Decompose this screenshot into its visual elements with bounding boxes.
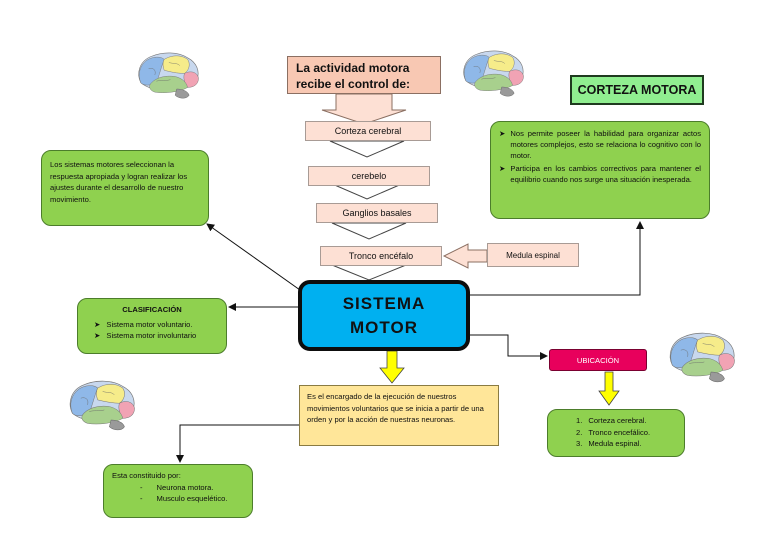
header-box: La actividad motora recibe el control de…: [287, 56, 441, 94]
clasificacion-item-text: Sistema motor involuntario: [106, 331, 197, 340]
brain-icon: [463, 50, 524, 97]
constituido-item: - Musculo esquelético.: [112, 493, 244, 505]
chain-step-ganglios-basales: Ganglios basales: [316, 203, 438, 223]
chain-arrow: [329, 140, 405, 158]
chain-step-label: Ganglios basales: [342, 208, 412, 218]
ubicacion-item-number: 3.: [576, 439, 583, 448]
sistema-motor-node: SISTEMA MOTOR: [298, 280, 470, 351]
ubicacion-item-text: Tronco encefálico.: [588, 427, 651, 437]
connector-ubicacion: [470, 334, 548, 360]
ubicacion-box: 1. Corteza cerebral. 2. Tronco encefálic…: [547, 409, 685, 457]
corteza-item-text: Participa en los cambios correctivos par…: [510, 164, 701, 184]
corteza-item: ➤ Participa en los cambios correctivos p…: [499, 163, 701, 185]
constituido-bullet: -: [140, 494, 143, 503]
clasificacion-item-text: Sistema motor voluntario.: [106, 320, 193, 329]
chain-step-corteza-cerebral: Corteza cerebral: [305, 121, 431, 141]
medula-arrow: [442, 243, 488, 269]
ubicacion-item-number: 1.: [576, 416, 583, 425]
corteza-motora-box: ➤ Nos permite poseer la habilidad para o…: [490, 121, 710, 219]
chain-step-cerebelo: cerebelo: [308, 166, 430, 186]
chain-step-label: cerebelo: [351, 171, 387, 181]
brain-icon: [69, 380, 135, 431]
chain-arrow: [331, 222, 407, 240]
ubicacion-item-number: 2.: [576, 427, 583, 437]
constituido-item-text: Musculo esquelético.: [156, 494, 228, 503]
chain-arrow: [331, 264, 407, 281]
chain-step-label: Corteza cerebral: [334, 126, 402, 136]
arrowhead-bullet-icon: ➤: [499, 164, 506, 173]
connector-seleccion: [206, 223, 301, 291]
connector-corteza: [470, 221, 644, 296]
ubicacion-item-text: Corteza cerebral.: [588, 416, 647, 425]
corteza-item: ➤ Nos permite poseer la habilidad para o…: [499, 128, 701, 161]
constituido-bullet: -: [140, 482, 143, 492]
medula-label: Medula espinal: [506, 250, 560, 260]
yellow-down-arrow: [598, 371, 620, 406]
ubicacion-label-text: UBICACIÓN: [576, 355, 620, 365]
ubicacion-item: 2. Tronco encefálico.: [556, 427, 676, 439]
yellow-down-arrow: [379, 350, 405, 384]
brain-icon: [669, 332, 735, 383]
seleccion-box: Los sistemas motores seleccionan la resp…: [41, 150, 209, 226]
center-line-1: SISTEMA: [342, 293, 426, 313]
medula-espinal-box: Medula espinal: [487, 243, 579, 267]
arrowhead-bullet-icon: ➤: [94, 331, 101, 340]
clasificacion-title: CLASIFICACIÓN: [122, 305, 182, 314]
seleccion-text: Los sistemas motores seleccionan la resp…: [50, 160, 188, 204]
chain-step-label: Tronco encéfalo: [348, 251, 414, 261]
header-title: La actividad motora recibe el control de…: [296, 61, 411, 91]
brain-icon: [138, 52, 199, 99]
descripcion-text: Es el encargado de la ejecución de nuest…: [307, 392, 484, 424]
clasificacion-item: ➤ Sistema motor voluntario.: [86, 319, 218, 330]
ubicacion-item: 3. Medula espinal.: [556, 438, 676, 450]
chain-step-tronco-encefalo: Tronco encéfalo: [320, 246, 442, 266]
corteza-item-text: Nos permite poseer la habilidad para org…: [510, 129, 701, 160]
ubicacion-label: UBICACIÓN: [549, 349, 647, 371]
constituido-title: Esta constituido por:: [112, 471, 181, 480]
center-line-2: MOTOR: [350, 317, 418, 337]
constituido-item-text: Neurona motora.: [156, 482, 214, 492]
connector-constituido: [176, 424, 299, 463]
ubicacion-item: 1. Corteza cerebral.: [556, 415, 676, 427]
constituido-box: Esta constituido por: - Neurona motora. …: [103, 464, 253, 518]
corteza-motora-title: CORTEZA MOTORA: [570, 75, 704, 105]
corteza-title-text: CORTEZA MOTORA: [577, 83, 697, 97]
arrowhead-bullet-icon: ➤: [499, 129, 506, 138]
clasificacion-box: CLASIFICACIÓN ➤ Sistema motor voluntario…: [77, 298, 227, 354]
clasificacion-item: ➤ Sistema motor involuntario: [86, 330, 218, 341]
header-down-arrow: [321, 93, 407, 125]
arrowhead-bullet-icon: ➤: [94, 320, 101, 329]
constituido-item: - Neurona motora.: [112, 482, 244, 494]
descripcion-box: Es el encargado de la ejecución de nuest…: [299, 385, 499, 446]
ubicacion-item-text: Medula espinal.: [588, 439, 642, 448]
